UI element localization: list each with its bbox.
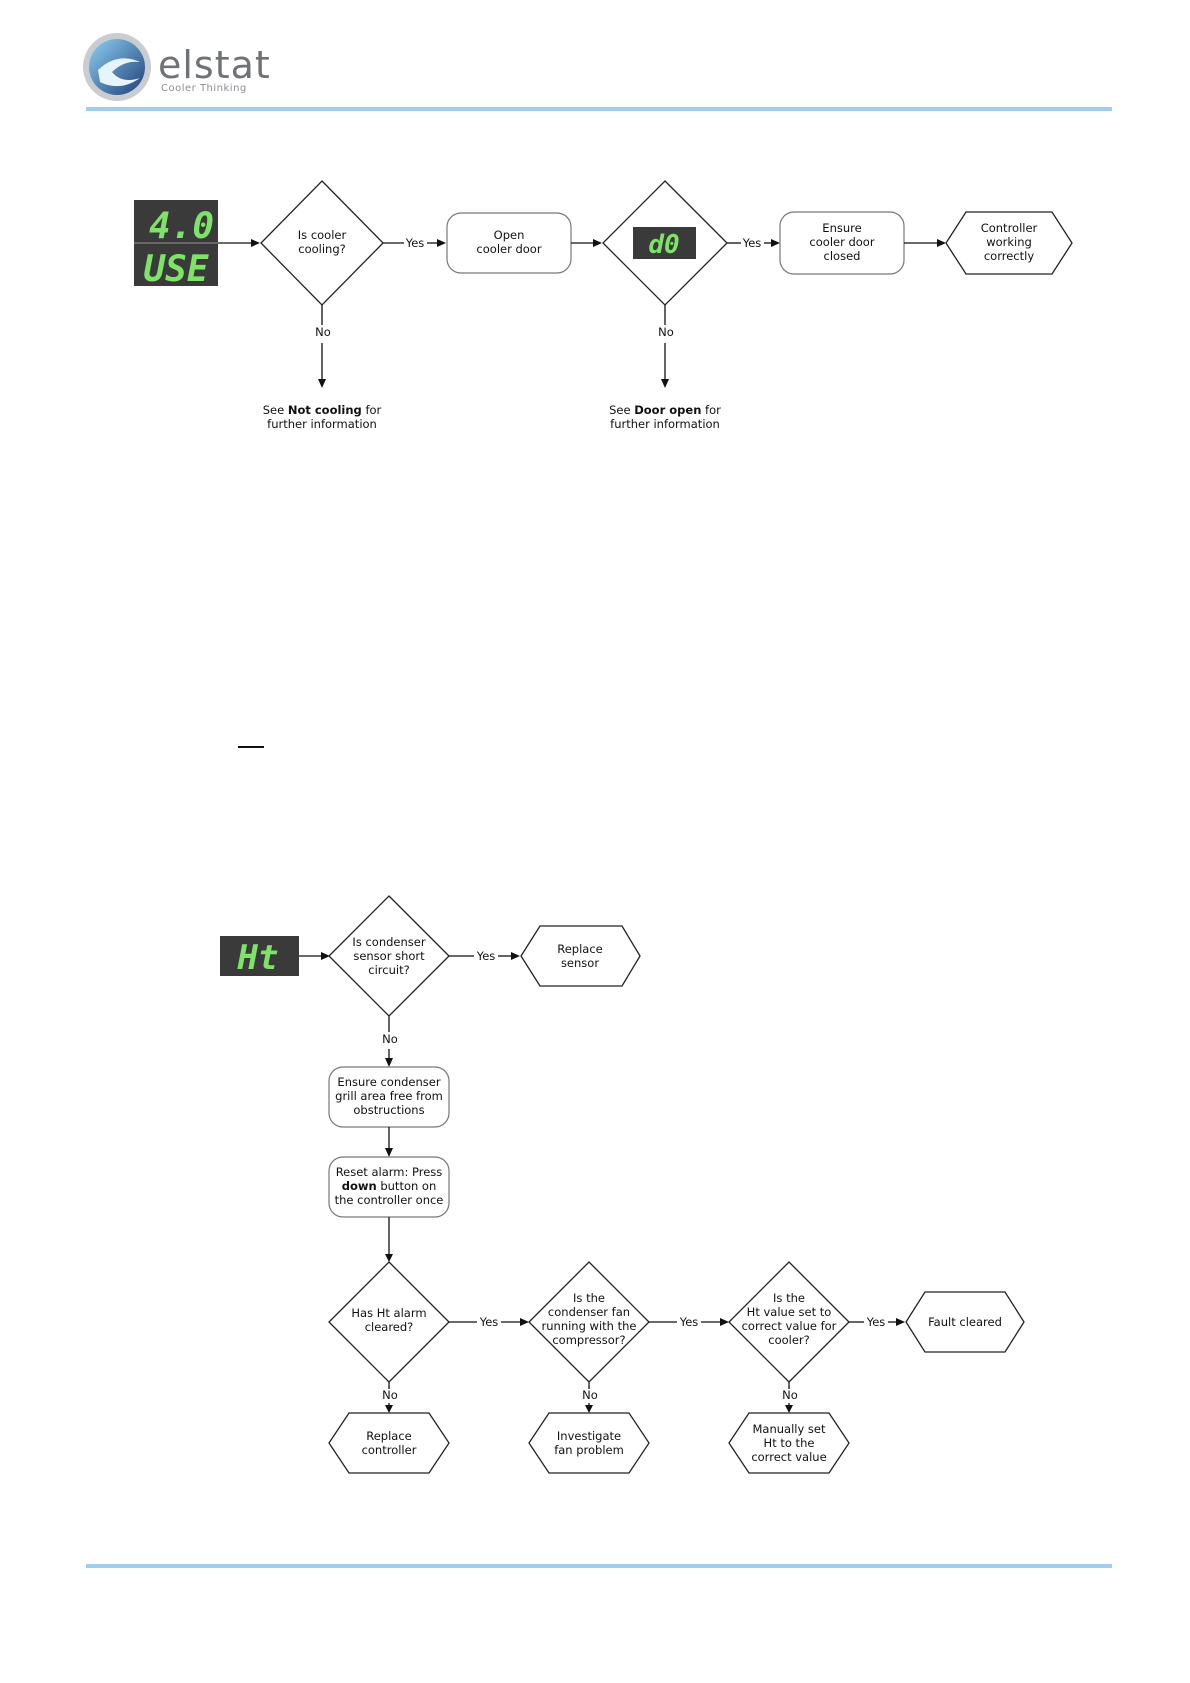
decision-label: Is the xyxy=(773,1291,805,1305)
outcome-label: Ht to the xyxy=(764,1436,815,1450)
brand-tagline: Cooler Thinking xyxy=(161,83,247,94)
brand-wordmark: elstat xyxy=(158,43,271,87)
outcome-label: Replace xyxy=(557,942,603,956)
outcome-label: Manually set xyxy=(752,1422,826,1436)
step-label: closed xyxy=(824,249,861,263)
edge-label-yes: Yes xyxy=(679,1315,699,1329)
edge-label-no: No xyxy=(658,325,674,339)
display-readout-use: USE xyxy=(143,249,208,290)
edge-label-no: No xyxy=(382,1032,398,1046)
outcome-label: Controller xyxy=(981,221,1038,235)
step-label: grill area free from xyxy=(335,1089,443,1103)
edge-label-yes: Yes xyxy=(479,1315,499,1329)
display-panel-d0 xyxy=(633,227,696,259)
outcome-label: controller xyxy=(362,1443,417,1457)
edge-label-no: No xyxy=(582,1388,598,1402)
decision-label: Is the xyxy=(573,1291,605,1305)
step-label: Ensure condenser xyxy=(337,1075,440,1089)
decision-label: cooler? xyxy=(768,1333,810,1347)
note-further-info: further information xyxy=(610,417,720,431)
footer-rule xyxy=(86,1564,1112,1568)
edge-label-no: No xyxy=(782,1388,798,1402)
elstat-logo: elstat Cooler Thinking xyxy=(83,33,271,101)
decision-label: Has Ht alarm xyxy=(351,1306,426,1320)
note-further-info: further information xyxy=(267,417,377,431)
note-see-not-cooling: See Not cooling for xyxy=(263,403,382,417)
display-panel-ht xyxy=(220,936,299,976)
display-readout-d0: d0 xyxy=(648,230,679,260)
decision-label: compressor? xyxy=(552,1333,625,1347)
display-readout-ht: Ht xyxy=(237,938,279,978)
step-label: Open xyxy=(494,228,525,242)
step-label: cooler door xyxy=(809,235,874,249)
decision-label: Is condenser xyxy=(352,935,425,949)
edge-label-yes: Yes xyxy=(405,236,425,250)
outcome-fault-cleared xyxy=(905,1291,1025,1353)
edge-label-yes: Yes xyxy=(476,949,496,963)
note-see-door-open: See Door open for xyxy=(609,403,721,417)
decision-label: running with the xyxy=(542,1319,637,1333)
outcome-label: correctly xyxy=(984,249,1034,263)
diagram-high-condenser-temperature: Ht Is condenser sensor short circuit? Ye… xyxy=(220,895,1025,1474)
outcome-manually-set-ht xyxy=(728,1412,850,1474)
step-label: down button on xyxy=(342,1179,437,1193)
edge-label-yes: Yes xyxy=(742,236,762,250)
outcome-label: Replace xyxy=(366,1429,412,1443)
display-readout-temp: 4.0 xyxy=(149,206,214,247)
outcome-replace-sensor xyxy=(520,925,641,987)
decision-label: Is cooler xyxy=(298,228,347,242)
decision-label: sensor short xyxy=(353,949,425,963)
outcome-investigate-fan xyxy=(528,1412,650,1474)
step-label: Reset alarm: Press xyxy=(336,1165,443,1179)
edge-label-no: No xyxy=(382,1388,398,1402)
diagram-usage-mode: 4.0 USE Is cooler cooling? Yes Open cool… xyxy=(134,180,1073,431)
outcome-label: fan problem xyxy=(554,1443,624,1457)
outcome-label: correct value xyxy=(751,1450,826,1464)
decision-label: condenser fan xyxy=(548,1305,630,1319)
edge-label-yes: Yes xyxy=(866,1315,886,1329)
decision-label: cleared? xyxy=(365,1320,414,1334)
edge-label-no: No xyxy=(315,325,331,339)
outcome-label: Fault cleared xyxy=(928,1315,1002,1329)
step-label: Ensure xyxy=(822,221,861,235)
step-label: cooler door xyxy=(476,242,541,256)
outcome-label: sensor xyxy=(561,956,599,970)
decision-label: cooling? xyxy=(298,242,345,256)
outcome-controller-working xyxy=(945,211,1073,275)
header-rule xyxy=(86,107,1112,111)
step-label: the controller once xyxy=(335,1193,444,1207)
logo-swoosh-icon xyxy=(98,58,140,87)
decision-label: correct value for xyxy=(742,1319,837,1333)
decision-label: circuit? xyxy=(368,963,409,977)
outcome-label: Investigate xyxy=(557,1429,621,1443)
outcome-label: working xyxy=(986,235,1032,249)
outcome-replace-controller xyxy=(328,1412,450,1474)
step-label: obstructions xyxy=(353,1103,424,1117)
decision-label: Ht value set to xyxy=(747,1305,832,1319)
